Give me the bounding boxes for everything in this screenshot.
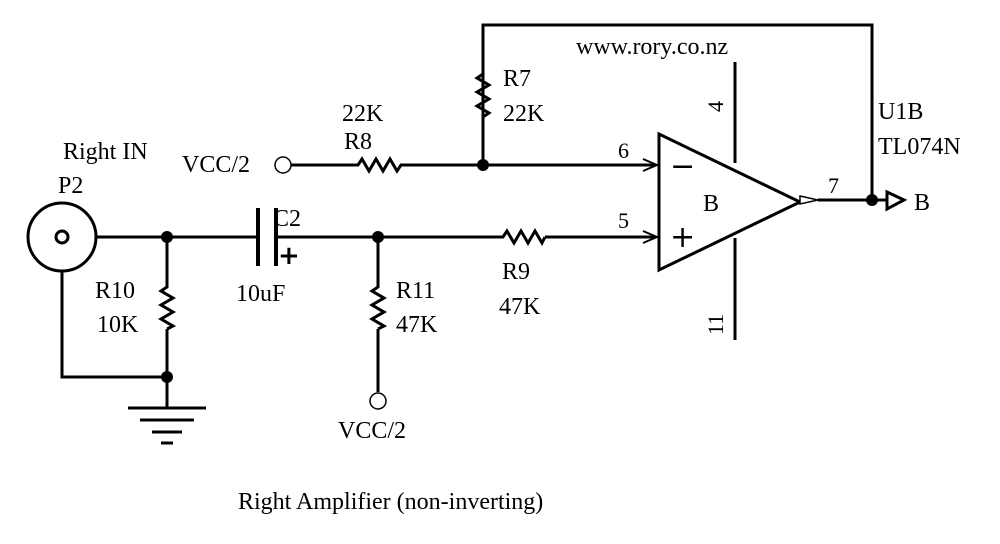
resistor-r7-symbol [474,62,492,165]
r8-value: 22K [342,101,384,127]
opamp-minus-sign: − [670,149,695,184]
r11-value: 47K [396,312,438,338]
r11-ref: R11 [396,278,435,304]
pin-inverting-label: 6 [618,138,629,163]
resistor-r8-symbol [348,156,408,174]
r7-ref: R7 [503,66,531,92]
pin-vplus-label: 4 [703,101,728,112]
inverting-pin-arrow [642,158,660,172]
capacitor-polarity-mark: + [278,241,300,271]
opamp-plus-sign: + [670,220,695,255]
vcc-top-terminal-icon [274,156,292,174]
website-url: www.rory.co.nz [576,34,728,60]
r10-ref: R10 [95,278,135,304]
output-port-icon [885,189,908,212]
bnc-connector-icon [26,201,98,273]
opamp: − + B 6 5 7 4 11 [618,101,839,335]
diagram-caption: Right Amplifier (non-inverting) [238,489,543,515]
junction-dot [866,194,878,206]
ground-icon [128,406,206,445]
junction-dot [372,231,384,243]
vcc-top-label: VCC/2 [182,152,250,178]
vcc-bottom-terminal-icon [369,392,387,410]
output-label: B [914,190,930,216]
pin-vminus-label: 11 [703,314,728,335]
junction-dot [161,371,173,383]
resistor-r9-symbol [497,228,547,247]
connector-ref: P2 [58,173,83,199]
resistor-r10-symbol [158,283,177,331]
vcc-bottom-label: VCC/2 [338,418,406,444]
connector-label: Right IN [63,139,148,165]
opamp-unit-label: B [703,191,719,217]
r7-value: 22K [503,101,545,127]
opamp-part: TL074N [878,134,961,160]
junction-dot [161,231,173,243]
shield-wire [60,262,167,379]
noninverting-pin-arrow [642,230,660,244]
c2-ref: C2 [273,206,301,232]
capacitor-c2-symbol [256,208,278,266]
r9-value: 47K [499,294,541,320]
output-pin-arrow [799,195,819,205]
r10-value: 10K [97,312,139,338]
opamp-ref: U1B [878,99,923,125]
r9-ref: R9 [502,259,530,285]
pin-noninverting-label: 5 [618,208,629,233]
wires [60,23,887,408]
resistor-r11-symbol [369,283,388,331]
r8-ref: R8 [344,129,372,155]
opamp-triangle [657,131,804,273]
pin-output-label: 7 [828,173,839,198]
c2-value: 10uF [236,281,285,307]
